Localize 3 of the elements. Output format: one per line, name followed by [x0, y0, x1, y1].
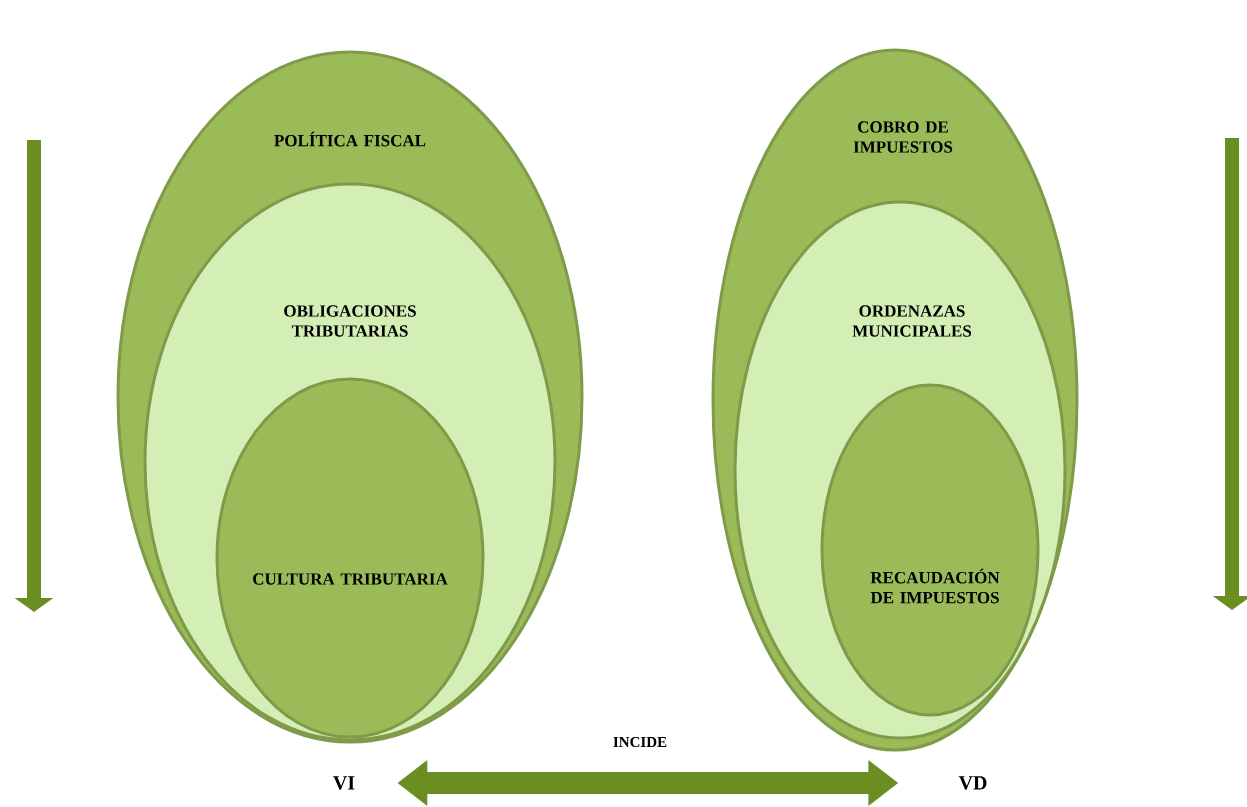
variable-label: VD — [958, 776, 987, 790]
variable-label: VI — [333, 776, 355, 790]
edge-label: INCIDE — [613, 737, 667, 748]
